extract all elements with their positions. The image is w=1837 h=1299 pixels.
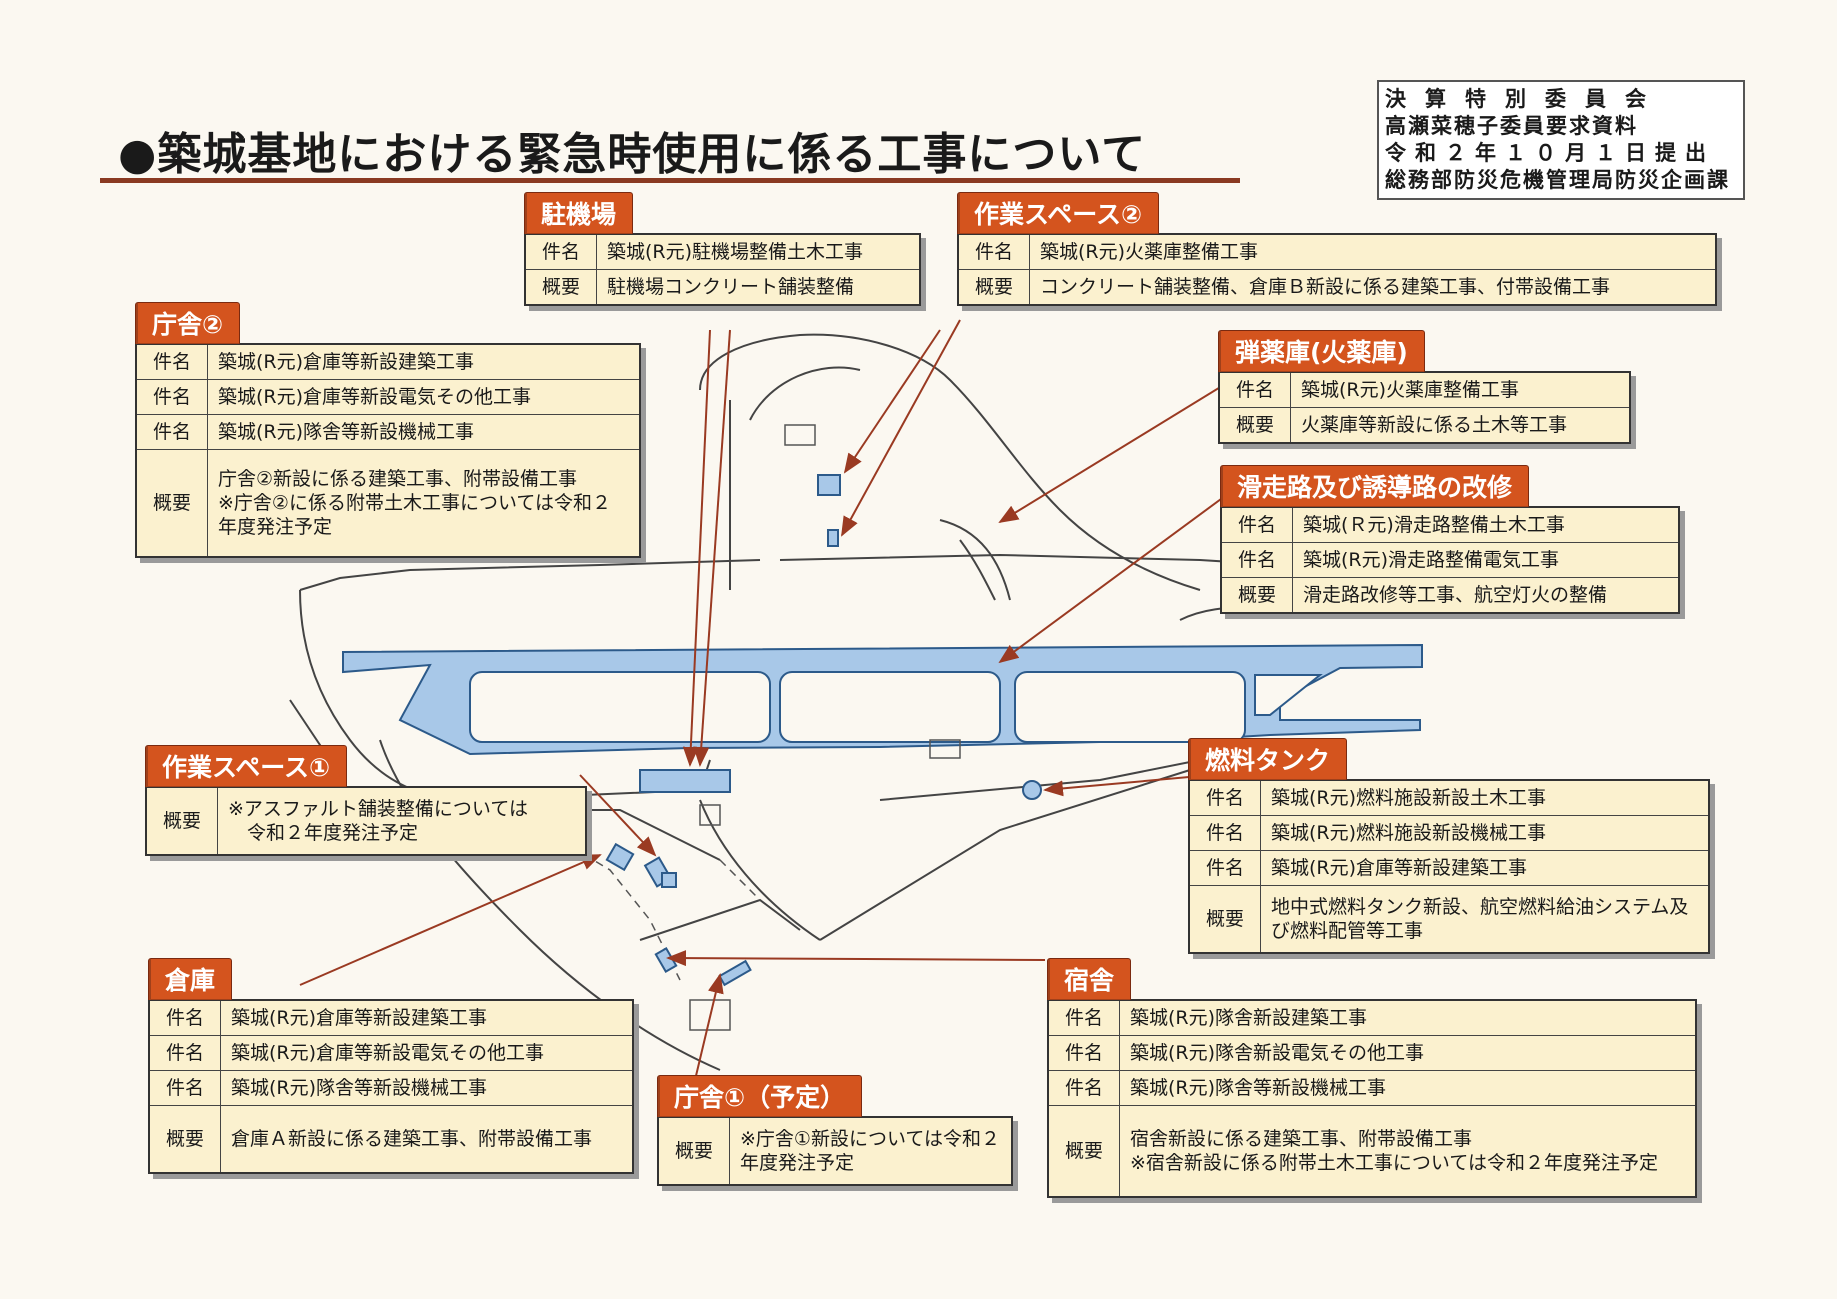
box-office-1: 庁舎①（予定） 概要※庁舎①新設については令和２年度発注予定 — [657, 1075, 1013, 1186]
table-row: 件名築城(R元)倉庫等新設電気その他工事 — [135, 379, 641, 415]
label-dormitory: 宿舎 — [1047, 958, 1132, 1000]
box-storage: 倉庫 件名築城(R元)倉庫等新設建築工事 件名築城(R元)倉庫等新設電気その他工… — [148, 958, 634, 1174]
box-fuel-tank: 燃料タンク 件名築城(R元)燃料施設新設土木工事 件名築城(R元)燃料施設新設機… — [1188, 738, 1710, 954]
table-row: 件名築城(R元)火薬庫整備工事 — [1218, 371, 1631, 408]
table-fuel-tank: 件名築城(R元)燃料施設新設土木工事 件名築城(R元)燃料施設新設機械工事 件名… — [1188, 779, 1710, 954]
table-work-space-2: 件名築城(R元)火薬庫整備工事 概要コンクリート舗装整備、倉庫Ｂ新設に係る建築工… — [957, 233, 1717, 306]
table-row: 件名築城(R元)隊舎等新設機械工事 — [1047, 1070, 1697, 1106]
label-magazine: 弾薬庫(火薬庫) — [1218, 330, 1425, 372]
magazine-highlight — [827, 529, 839, 547]
work-space-1-highlight-a — [605, 842, 635, 872]
label-storage: 倉庫 — [148, 958, 233, 1000]
table-row: 概要火薬庫等新設に係る土木等工事 — [1218, 407, 1631, 444]
page-title: ●築城基地における緊急時使用に係る工事について — [118, 129, 1147, 180]
label-work-space-2: 作業スペース② — [957, 192, 1160, 234]
fuel-tank-highlight — [1022, 780, 1042, 800]
table-row: 件名築城(R元)駐機場整備土木工事 — [524, 233, 921, 270]
box-apron: 駐機場 件名築城(R元)駐機場整備土木工事 概要駐機場コンクリート舗装整備 — [524, 192, 921, 306]
table-row: 件名築城(R元)倉庫等新設建築工事 — [148, 999, 634, 1036]
table-row: 件名築城(R元)隊舎等新設機械工事 — [135, 414, 641, 450]
table-row: 件名築城(R元)燃料施設新設土木工事 — [1188, 779, 1710, 816]
table-row: 件名築城(Ｒ元)滑走路整備土木工事 — [1220, 506, 1680, 543]
infield-areas — [469, 671, 1323, 743]
table-row: 件名築城(R元)滑走路整備電気工事 — [1220, 542, 1680, 578]
table-dormitory: 件名築城(R元)隊舎新設建築工事 件名築城(R元)隊舎新設電気その他工事 件名築… — [1047, 999, 1697, 1198]
label-fuel-tank: 燃料タンク — [1188, 738, 1348, 780]
storage-b-highlight — [817, 474, 841, 496]
table-work-space-1: 概要※アスファルト舗装整備については 令和２年度発注予定 — [145, 786, 587, 856]
label-office-2: 庁舎② — [135, 302, 241, 344]
table-row: 概要倉庫Ａ新設に係る建築工事、附帯設備工事 — [148, 1105, 634, 1174]
box-runway-repair: 滑走路及び誘導路の改修 件名築城(Ｒ元)滑走路整備土木工事 件名築城(R元)滑走… — [1220, 465, 1680, 614]
table-row: 概要庁舎②新設に係る建築工事、附帯設備工事 ※庁舎②に係る附帯土木工事については… — [135, 449, 641, 558]
table-row: 概要※庁舎①新設については令和２年度発注予定 — [657, 1116, 1013, 1186]
table-magazine: 件名築城(R元)火薬庫整備工事 概要火薬庫等新設に係る土木等工事 — [1218, 371, 1631, 444]
title-underline — [100, 178, 1240, 183]
box-office-2: 庁舎② 件名築城(R元)倉庫等新設建築工事 件名築城(R元)倉庫等新設電気その他… — [135, 302, 641, 558]
box-magazine: 弾薬庫(火薬庫) 件名築城(R元)火薬庫整備工事 概要火薬庫等新設に係る土木等工… — [1218, 330, 1631, 444]
apron-highlight — [639, 769, 731, 793]
building-footprints — [689, 424, 961, 1031]
stamp-line-date: 令和２年１０月１日提出 — [1385, 141, 1715, 165]
table-row: 件名築城(R元)倉庫等新設建築工事 — [135, 343, 641, 380]
storage-a-highlight — [654, 946, 678, 974]
table-apron: 件名築城(R元)駐機場整備土木工事 概要駐機場コンクリート舗装整備 — [524, 233, 921, 306]
stamp-line-request: 高瀬菜穂子委員要求資料 — [1385, 114, 1638, 138]
table-row: 件名築城(R元)隊舎新設建築工事 — [1047, 999, 1697, 1036]
label-runway-repair: 滑走路及び誘導路の改修 — [1220, 465, 1530, 507]
label-work-space-1: 作業スペース① — [145, 745, 348, 787]
box-work-space-2: 作業スペース② 件名築城(R元)火薬庫整備工事 概要コンクリート舗装整備、倉庫Ｂ… — [957, 192, 1717, 306]
stamp-line-committee: 決算特別委員会 — [1385, 87, 1665, 111]
table-row: 件名築城(R元)隊舎新設電気その他工事 — [1047, 1035, 1697, 1071]
document-stamp: 決算特別委員会 高瀬菜穂子委員要求資料 令和２年１０月１日提出 総務部防災危機管… — [1377, 80, 1745, 200]
label-office-1: 庁舎①（予定） — [657, 1075, 863, 1117]
box-work-space-1: 作業スペース① 概要※アスファルト舗装整備については 令和２年度発注予定 — [145, 745, 587, 856]
table-runway-repair: 件名築城(Ｒ元)滑走路整備土木工事 件名築城(R元)滑走路整備電気工事 概要滑走… — [1220, 506, 1680, 614]
dormitory-highlight — [718, 959, 752, 987]
table-row: 概要宿舎新設に係る建築工事、附帯設備工事 ※宿舎新設に係る附帯土木工事については… — [1047, 1105, 1697, 1198]
table-row: 件名築城(R元)燃料施設新設機械工事 — [1188, 815, 1710, 851]
box-dormitory: 宿舎 件名築城(R元)隊舎新設建築工事 件名築城(R元)隊舎新設電気その他工事 … — [1047, 958, 1697, 1198]
table-row: 概要※アスファルト舗装整備については 令和２年度発注予定 — [145, 786, 587, 856]
table-row: 件名築城(R元)倉庫等新設電気その他工事 — [148, 1035, 634, 1071]
stamp-line-department: 総務部防災危機管理局防災企画課 — [1385, 168, 1730, 192]
table-row: 件名築城(R元)火薬庫整備工事 — [957, 233, 1717, 270]
table-office-2: 件名築城(R元)倉庫等新設建築工事 件名築城(R元)倉庫等新設電気その他工事 件… — [135, 343, 641, 558]
table-row: 概要駐機場コンクリート舗装整備 — [524, 269, 921, 306]
table-row: 概要地中式燃料タンク新設、航空燃料給油システム及び燃料配管等工事 — [1188, 885, 1710, 954]
label-apron: 駐機場 — [524, 192, 634, 234]
table-row: 件名築城(R元)倉庫等新設建築工事 — [1188, 850, 1710, 886]
work-space-1-highlight-c — [661, 872, 677, 888]
table-office-1: 概要※庁舎①新設については令和２年度発注予定 — [657, 1116, 1013, 1186]
table-row: 件名築城(R元)隊舎等新設機械工事 — [148, 1070, 634, 1106]
table-row: 概要滑走路改修等工事、航空灯火の整備 — [1220, 577, 1680, 614]
table-row: 概要コンクリート舗装整備、倉庫Ｂ新設に係る建築工事、付帯設備工事 — [957, 269, 1717, 306]
table-storage: 件名築城(R元)倉庫等新設建築工事 件名築城(R元)倉庫等新設電気その他工事 件… — [148, 999, 634, 1174]
